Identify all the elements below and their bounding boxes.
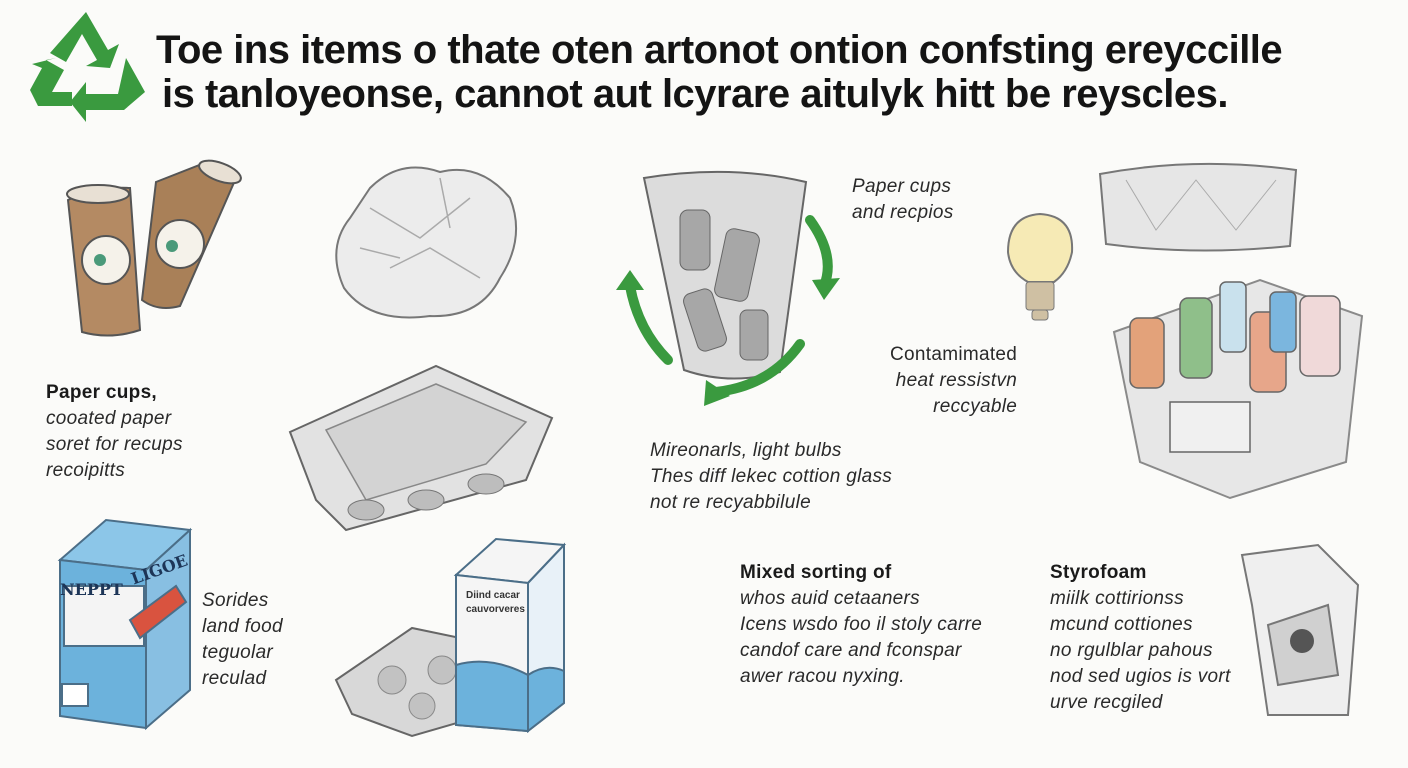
page-title-line-1: Toe ins items o thate oten artonot ontio…: [156, 28, 1283, 72]
caption-mirrors-line: Thes diff lekec cottion glass: [650, 466, 893, 487]
caption-paper-cups-heading: Paper cups,: [46, 382, 158, 403]
caption-styrofoam-line: nod sed ugios is vort: [1050, 666, 1231, 687]
caption-top-middle-line: and recpios: [852, 202, 954, 223]
caption-mirrors-line: Mireonarls, light bulbs: [650, 440, 842, 461]
paper-cups-illustration: [66, 159, 242, 337]
caption-contaminated-line: reccyable: [933, 396, 1018, 417]
caption-mixed-line: awer racou nyxing.: [740, 666, 905, 687]
caption-paper-cups-line: soret for recups: [46, 434, 183, 455]
caption-paper-cups-line: cooated paper: [46, 408, 172, 429]
plastic-bag-illustration: [335, 166, 518, 319]
caption-contaminated-line: heat ressistvn: [895, 370, 1018, 391]
caption-mixed: Mixed sorting of whos auid cetaaners Ice…: [740, 560, 982, 690]
caption-cartons: Sorides land food teguolar reculad: [202, 588, 283, 692]
paper-box-illustration: [1240, 543, 1360, 716]
caption-mirrors: Mireonarls, light bulbs Thes diff lekec …: [650, 438, 892, 516]
caption-paper-cups: Paper cups, cooated paper soret for recu…: [46, 380, 183, 484]
recycle-icon: [30, 12, 145, 122]
caption-mirrors-line: not re recyabbilule: [650, 492, 811, 513]
caption-mixed-line: candof care and fconspar: [740, 640, 962, 661]
caption-styrofoam-line: urve recgiled: [1050, 692, 1163, 713]
caption-mixed-line: Icens wsdo foo il stoly carre: [740, 614, 983, 635]
caption-top-middle: Paper cups and recpios: [852, 174, 954, 226]
caption-styrofoam-line: miilk cottirionss: [1050, 588, 1184, 609]
caption-styrofoam-line: no rgulblar pahous: [1050, 640, 1213, 661]
recycle-bin-cup-illustration: [616, 170, 840, 406]
caption-top-middle-line: Paper cups: [852, 176, 952, 197]
mixed-recycling-bin-illustration: [1112, 278, 1364, 500]
light-bulb-illustration: [1006, 212, 1074, 321]
caption-contaminated-line: Contamimated: [890, 344, 1018, 365]
plastic-tray-illustration: [288, 364, 554, 532]
caption-styrofoam: Styrofoam miilk cottirionss mcund cottio…: [1050, 560, 1231, 716]
caption-cartons-line: reculad: [202, 668, 267, 689]
milk-carton-illustration: [57, 518, 193, 731]
carton-2-label-line-1: Diind cacar: [466, 590, 520, 601]
caption-mixed-heading: Mixed sorting of: [740, 562, 892, 583]
caption-styrofoam-line: mcund cottiones: [1050, 614, 1193, 635]
milk-carton-2-illustration: [453, 537, 567, 734]
caption-cartons-line: land food: [202, 616, 283, 637]
caption-paper-cups-line: recoipitts: [46, 460, 126, 481]
caption-cartons-line: teguolar: [202, 642, 274, 663]
caption-mixed-line: whos auid cetaaners: [740, 588, 920, 609]
caption-contaminated: Contamimated heat ressistvn reccyable: [890, 342, 1017, 420]
carton-brand-label-1: NEPPT: [60, 580, 123, 599]
caption-cartons-line: Sorides: [202, 590, 269, 611]
carton-2-label-line-2: cauvorveres: [466, 604, 525, 615]
caption-styrofoam-heading: Styrofoam: [1050, 562, 1147, 583]
plastic-sheet-illustration: [1098, 162, 1298, 252]
page-title-line-2: is tanloyeonse, cannot aut lcyrare aitul…: [162, 72, 1228, 116]
